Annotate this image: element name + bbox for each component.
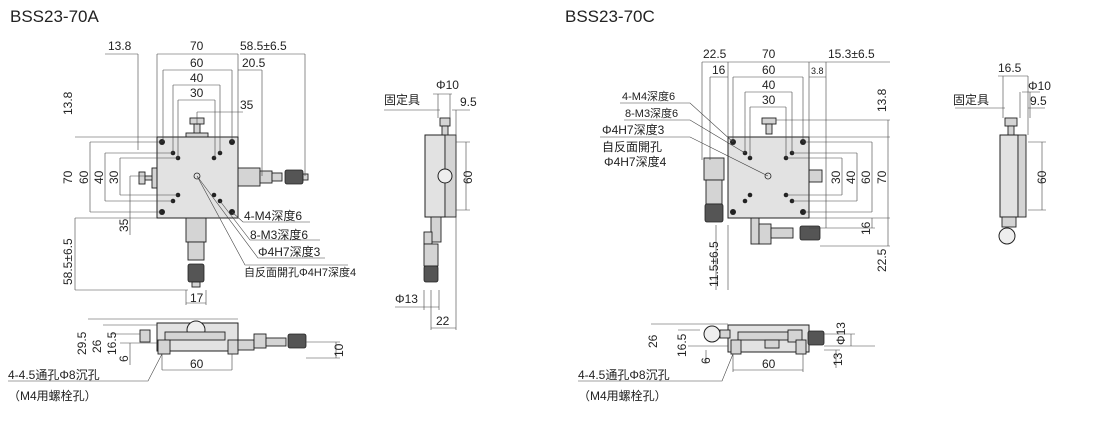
dim-15-3: 15.3±6.5 — [828, 47, 875, 61]
dim-29-5: 29.5 — [75, 331, 89, 355]
note-through-holes: 4-4.5通孔Φ8沉孔 — [8, 368, 100, 382]
dim-17: 17 — [190, 291, 204, 305]
micrometer-x — [237, 167, 309, 187]
note-m4: 4-M4深度6 — [244, 208, 302, 223]
dim-16-5: 16.5 — [105, 331, 119, 355]
dim-40-h-c: 40 — [762, 78, 776, 92]
dim-60-side-c: 60 — [1035, 170, 1049, 184]
dim-26-c: 26 — [646, 334, 660, 348]
fixture-label: 固定具 — [384, 92, 420, 107]
dim-phi13: Φ13 — [395, 292, 418, 306]
dim-30-h-c: 30 — [762, 93, 776, 107]
dim-22-5-h: 22.5 — [703, 47, 727, 61]
dim-10: 10 — [332, 343, 346, 357]
dim-30-v-c: 30 — [829, 170, 843, 184]
dim-16-v-c: 16 — [859, 221, 873, 235]
front-view-70a: 29.5 26 16.5 6 60 10 4-4.5通孔Φ8沉孔 （M4用螺栓孔… — [8, 318, 346, 403]
dim-11-5: 11.5±6.5 — [707, 241, 721, 287]
dim-13-8-h: 13.8 — [108, 39, 132, 53]
dim-35-v: 35 — [117, 218, 131, 232]
dim-13-8-v-c: 13.8 — [875, 88, 889, 112]
note-back-c2: Φ4H7深度4 — [604, 154, 667, 169]
dim-phi13-c: Φ13 — [834, 322, 848, 345]
top-view-70a: 13.8 70 58.5±6.5 60 20.5 40 30 35 13.8 7… — [61, 39, 356, 305]
note-through-holes-c: 4-4.5通孔Φ8沉孔 — [578, 368, 670, 382]
fixture-label-c: 固定具 — [953, 92, 989, 107]
note-pin-c: Φ4H7深度3 — [602, 122, 665, 137]
dim-60-front-c: 60 — [762, 357, 776, 371]
note-pin: Φ4H7深度3 — [258, 244, 321, 259]
dim-13-8-v: 13.8 — [61, 91, 75, 115]
dim-60-v: 60 — [77, 170, 91, 184]
dim-26: 26 — [90, 339, 104, 353]
dim-70-h: 70 — [190, 39, 204, 53]
dim-9-5: 9.5 — [460, 95, 477, 109]
model-title-left: BSS23-70A — [10, 7, 99, 26]
dim-22: 22 — [436, 314, 450, 328]
dim-16-5-side: 16.5 — [998, 61, 1022, 75]
dim-30-v: 30 — [107, 170, 121, 184]
stage-block-c — [727, 136, 810, 219]
dim-60-h: 60 — [190, 56, 204, 70]
dim-phi10: Φ10 — [436, 78, 459, 92]
model-title-right: BSS23-70C — [565, 7, 655, 26]
note-back-c1: 自反面開孔 — [602, 140, 662, 154]
dim-16-5-c: 16.5 — [675, 333, 689, 357]
dim-22-5-v-c: 22.5 — [875, 248, 889, 272]
dim-phi10-c: Φ10 — [1028, 79, 1051, 93]
note-m3-c: 8-M3深度6 — [625, 106, 678, 120]
dim-13: 13 — [831, 352, 845, 366]
top-view-70c: 22.5 70 15.3±6.5 16 60 3.8 40 30 13.8 30… — [600, 47, 890, 290]
note-m4-c: 4-M4深度6 — [622, 89, 675, 103]
side-view-70a: 固定具 Φ10 9.5 60 Φ13 22 — [384, 78, 477, 330]
dim-35-h: 35 — [240, 98, 254, 112]
dim-9-5-c: 9.5 — [1030, 94, 1047, 108]
micrometer-y — [185, 217, 207, 288]
front-view-70c: 26 16.5 6 60 13 Φ13 4-4.5通孔Φ8沉孔 （M4用螺栓孔） — [578, 322, 875, 403]
note-back: 自反面開孔Φ4H7深度4 — [244, 265, 356, 279]
dim-58-5-h: 58.5±6.5 — [240, 39, 287, 53]
side-view-70c: 16.5 Φ10 9.5 固定具 60 — [953, 61, 1051, 245]
dim-60-front: 60 — [190, 357, 204, 371]
dim-40-v-c: 40 — [844, 170, 858, 184]
dim-70-v: 70 — [61, 170, 75, 184]
dim-40-v: 40 — [92, 170, 106, 184]
dim-60-side: 60 — [461, 170, 475, 184]
note-bolt-holes: （M4用螺栓孔） — [8, 388, 97, 403]
dim-40-h: 40 — [190, 71, 204, 85]
note-bolt-holes-c: （M4用螺栓孔） — [578, 388, 667, 403]
dim-20-5: 20.5 — [242, 56, 266, 70]
note-m3: 8-M3深度6 — [250, 227, 308, 242]
dim-30-h: 30 — [190, 86, 204, 100]
dim-70-v-c: 70 — [875, 170, 889, 184]
dim-6-c: 6 — [699, 357, 713, 364]
dim-6: 6 — [117, 355, 131, 362]
dim-58-5-v: 58.5±6.5 — [61, 238, 75, 285]
dim-70-h-c: 70 — [762, 47, 776, 61]
dim-16-h: 16 — [712, 63, 726, 77]
dim-3-8: 3.8 — [811, 66, 824, 76]
dim-60-v-c: 60 — [859, 170, 873, 184]
dim-60-h-c: 60 — [762, 63, 776, 77]
